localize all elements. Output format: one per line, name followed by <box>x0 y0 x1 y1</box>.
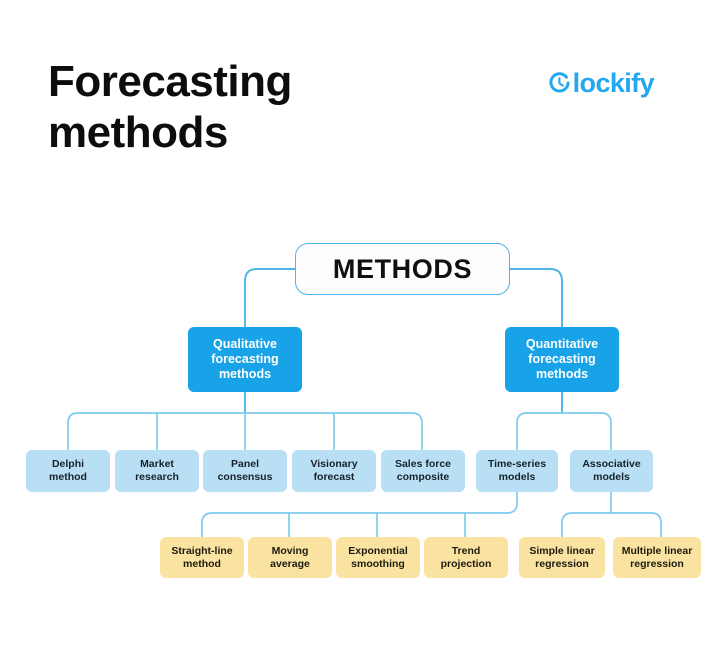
node-time-series-models-label: Time-series models <box>487 458 547 483</box>
node-straight-line-method[interactable]: Straight-line method <box>160 537 244 578</box>
node-trend-projection[interactable]: Trend projection <box>424 537 508 578</box>
node-market-research-label: Market research <box>135 458 179 483</box>
node-multiple-linear-regression[interactable]: Multiple linear regression <box>613 537 701 578</box>
node-sales-force-composite[interactable]: Sales force composite <box>381 450 465 492</box>
node-sales-force-composite-label: Sales force composite <box>394 458 452 483</box>
node-quantitative-forecasting-methods[interactable]: Quantitative forecasting methods <box>505 327 619 392</box>
node-quantitative-label: Quantitative forecasting methods <box>525 336 599 382</box>
node-qualitative-label: Qualitative forecasting methods <box>211 336 279 382</box>
node-moving-average-label: Moving average <box>270 544 310 570</box>
link-root-qualitative <box>244 268 296 328</box>
bus-quantitative <box>516 412 612 451</box>
node-associative-models[interactable]: Associative models <box>570 450 653 492</box>
node-multiple-linear-regression-label: Multiple linear regression <box>621 544 693 570</box>
node-market-research[interactable]: Market research <box>115 450 199 492</box>
node-visionary-forecast[interactable]: Visionary forecast <box>292 450 376 492</box>
node-moving-average[interactable]: Moving average <box>248 537 332 578</box>
node-delphi-method[interactable]: Delphi method <box>26 450 110 492</box>
node-exponential-smoothing[interactable]: Exponential smoothing <box>336 537 420 578</box>
clockify-c-clock-icon <box>549 72 570 93</box>
node-visionary-forecast-label: Visionary forecast <box>310 458 358 483</box>
node-trend-projection-label: Trend projection <box>440 544 492 570</box>
node-simple-linear-regression-label: Simple linear regression <box>529 544 595 570</box>
clockify-wordmark: lockify <box>572 68 655 98</box>
node-delphi-method-label: Delphi method <box>49 458 87 483</box>
node-panel-consensus[interactable]: Panel consensus <box>203 450 287 492</box>
node-qualitative-forecasting-methods[interactable]: Qualitative forecasting methods <box>188 327 302 392</box>
node-straight-line-method-label: Straight-line method <box>171 544 233 570</box>
node-simple-linear-regression[interactable]: Simple linear regression <box>519 537 605 578</box>
page-title: Forecasting methods <box>48 57 292 158</box>
bus-time-series <box>201 491 518 538</box>
bus-associative <box>561 512 662 538</box>
clockify-logo: lockify <box>548 68 655 98</box>
node-exponential-smoothing-label: Exponential smoothing <box>348 544 408 570</box>
node-methods-label: METHODS <box>332 253 473 284</box>
node-panel-consensus-label: Panel consensus <box>217 458 273 483</box>
bus-qualitative <box>67 412 423 451</box>
node-methods[interactable]: METHODS <box>295 243 510 295</box>
link-root-quantitative <box>509 268 563 328</box>
node-associative-models-label: Associative models <box>582 458 641 483</box>
node-time-series-models[interactable]: Time-series models <box>476 450 558 492</box>
